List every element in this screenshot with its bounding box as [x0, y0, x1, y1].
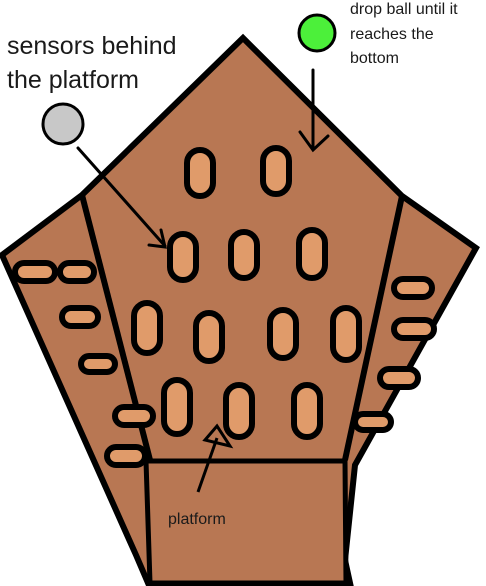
peg — [223, 382, 255, 440]
sensors-label-line1: sensors behind — [7, 32, 177, 60]
gray-ball-icon — [41, 102, 85, 146]
peg — [228, 229, 260, 281]
peg — [12, 260, 58, 284]
sensors-label-line2: the platform — [7, 66, 139, 94]
peg — [296, 227, 328, 281]
peg — [184, 147, 216, 199]
peg — [78, 353, 118, 375]
center-pegs — [131, 145, 362, 440]
peg — [167, 231, 199, 283]
peg — [267, 307, 299, 361]
drop-label-line1: drop ball until it — [350, 1, 458, 18]
platform-arrow — [196, 423, 234, 493]
drop-label-line2: reaches the — [350, 26, 434, 43]
peg — [391, 317, 437, 341]
peg — [352, 411, 394, 433]
drop-arrow — [298, 68, 330, 153]
peg — [161, 377, 193, 437]
peg — [330, 305, 362, 363]
drop-label-line3: bottom — [350, 50, 399, 67]
peg — [291, 382, 323, 440]
peg — [104, 444, 148, 468]
peg — [260, 145, 292, 197]
peg — [59, 305, 101, 329]
platform-box — [143, 458, 349, 586]
green-ball-icon — [297, 13, 337, 53]
peg — [57, 260, 97, 284]
sensor-arrow — [76, 146, 167, 249]
peg — [112, 404, 156, 428]
peg — [131, 300, 163, 356]
peg — [377, 366, 421, 390]
peg — [391, 276, 435, 300]
peg — [193, 310, 225, 364]
platform-label: platform — [168, 511, 226, 528]
side-pegs — [12, 260, 437, 468]
